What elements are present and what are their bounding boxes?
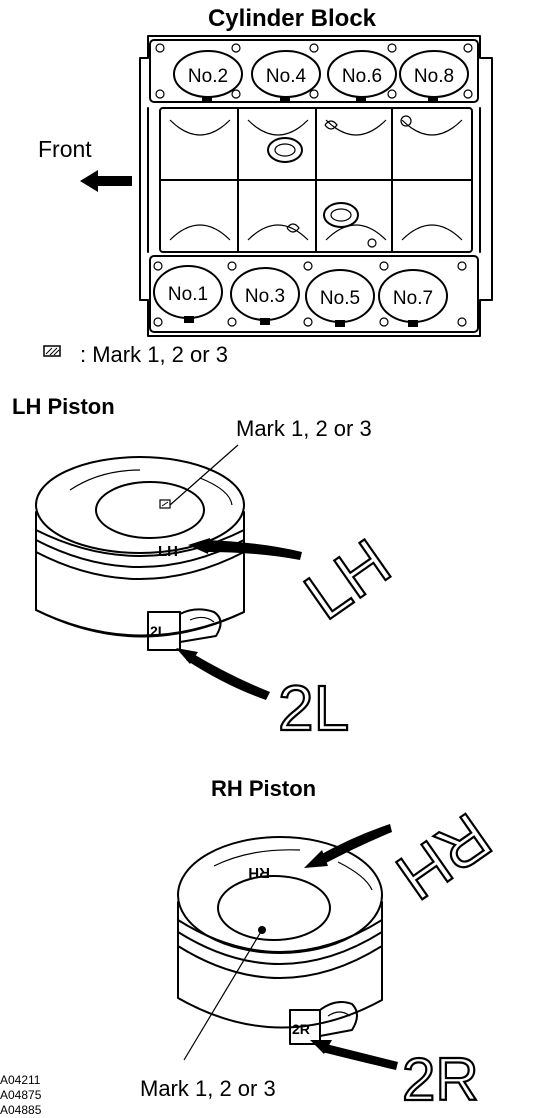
bore-no7: No.7	[378, 269, 448, 327]
bore-label: No.7	[393, 288, 433, 309]
figure-codes: A04211 A04875 A04885	[0, 1073, 42, 1117]
cylinder-block-section: Cylinder Block	[38, 5, 493, 367]
lh-piston-drawing: LH 2L	[35, 456, 245, 651]
hatched-mark-icon	[43, 345, 61, 357]
bore-no4: No.4	[251, 50, 321, 102]
bore-no8: No.8	[399, 50, 469, 102]
mark-location	[184, 316, 194, 323]
rh-side-callout: 2R	[402, 1046, 479, 1113]
figure-code: A04875	[0, 1088, 42, 1102]
lh-side-callout: 2L	[278, 672, 349, 744]
bore-label: No.6	[342, 66, 382, 87]
front-arrow-icon	[80, 170, 132, 192]
bore-no6: No.6	[327, 50, 397, 102]
bore-no5: No.5	[305, 269, 375, 327]
mark-location	[202, 96, 212, 102]
lh-crown-arrow-icon	[205, 540, 302, 560]
bore-label: No.5	[320, 288, 360, 309]
lh-mark-leader	[169, 444, 239, 506]
rh-side-arrow-icon	[322, 1044, 398, 1070]
lh-crown-stamp: LH	[158, 543, 178, 560]
cylinder-block-title: Cylinder Block	[208, 5, 377, 32]
lh-mark-label: Mark 1, 2 or 3	[236, 416, 372, 441]
rh-crown-arrow-icon	[318, 824, 392, 864]
cylinder-block-drawing: No.2 No.4 No.6 No.8	[139, 35, 493, 337]
bore-label: No.4	[266, 66, 307, 87]
bore-label: No.8	[414, 66, 454, 87]
bore-label: No.3	[245, 286, 285, 307]
figure-code: A04885	[0, 1103, 42, 1117]
bore-label: No.1	[168, 284, 208, 305]
rh-mark-label: Mark 1, 2 or 3	[140, 1076, 276, 1101]
rh-side-stamp: 2R	[292, 1021, 310, 1037]
mark-location	[260, 318, 270, 325]
mark-location	[428, 96, 438, 102]
lh-side-stamp: 2L	[150, 623, 167, 639]
bottom-bank-bores: No.1 No.3 No.5 No.7	[153, 265, 448, 327]
bore-label: No.2	[188, 66, 228, 87]
lh-crown-callout: LH	[291, 524, 403, 633]
rh-piston-section: RH Piston RH 2R RH Mark 1, 2 or 3	[140, 776, 505, 1114]
mark-location	[335, 320, 345, 327]
lh-piston-section: LH Piston Mark 1, 2 or 3 LH 2L	[12, 394, 404, 745]
mark-legend: : Mark 1, 2 or 3	[43, 342, 228, 367]
rh-piston-title: RH Piston	[211, 776, 316, 801]
bore-no3: No.3	[230, 267, 300, 325]
rh-piston-drawing: RH 2R	[177, 836, 383, 1045]
bore-no1: No.1	[153, 265, 223, 323]
bore-no2: No.2	[173, 50, 243, 102]
mark-location	[408, 320, 418, 327]
figure-code: A04211	[0, 1073, 41, 1087]
rh-crown-stamp: RH	[248, 864, 270, 881]
lh-side-arrow-icon	[186, 652, 270, 700]
mark-location	[356, 96, 366, 102]
rh-crown-callout: RH	[384, 799, 505, 914]
mark-location	[280, 96, 290, 102]
legend-text: : Mark 1, 2 or 3	[80, 342, 228, 367]
rh-mark-leader	[183, 929, 263, 1061]
top-bank-bores: No.2 No.4 No.6 No.8	[173, 50, 469, 102]
front-label: Front	[38, 136, 92, 162]
lh-piston-title: LH Piston	[12, 394, 115, 419]
